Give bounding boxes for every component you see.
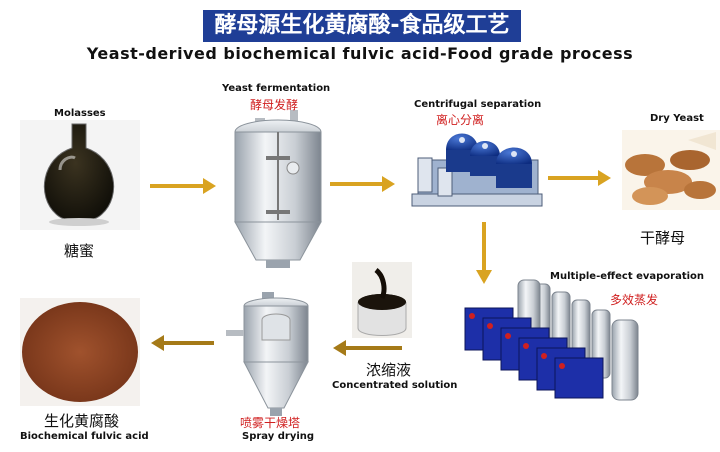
- evaporator-train: [464, 279, 639, 401]
- dry-yeast-label-en: Dry Yeast: [650, 113, 704, 124]
- fulvic-label-cn: 生化黄腐酸: [44, 412, 120, 430]
- fulvic-label-en: Biochemical fulvic acid: [20, 431, 149, 442]
- spray-drying-tower: [226, 292, 309, 416]
- flow-arrow-6: [151, 335, 214, 351]
- flow-arrow-1: [150, 178, 216, 194]
- fermentation-label-en: Yeast fermentation: [222, 83, 331, 94]
- centrifugal-label-cn: 离心分离: [436, 113, 485, 127]
- molasses-label-en: Molasses: [54, 108, 106, 119]
- spray-label-en: Spray drying: [242, 431, 315, 442]
- centrifugal-label-en: Centrifugal separation: [414, 99, 542, 110]
- spray-label-cn: 喷雾干燥塔: [240, 416, 301, 430]
- title-banner: 酵母源生化黄腐酸-食品级工艺: [203, 10, 521, 42]
- evaporation-label-cn: 多效蒸发: [610, 293, 659, 307]
- flow-arrow-4: [476, 222, 492, 284]
- fulvic-powder-photo: [20, 298, 140, 406]
- fermentation-label-cn: 酵母发酵: [250, 98, 299, 112]
- concentrated-solution-photo: [352, 262, 412, 338]
- flow-arrow-2: [330, 176, 395, 192]
- title-en: Yeast-derived biochemical fulvic acid-Fo…: [86, 44, 634, 63]
- fermentation-tank: [234, 110, 322, 268]
- flow-arrow-5: [333, 340, 402, 356]
- dry-yeast-photo: [622, 130, 720, 210]
- title-cn: 酵母源生化黄腐酸-食品级工艺: [214, 13, 510, 38]
- flow-arrow-3: [548, 170, 611, 186]
- concentrated-label-en: Concentrated solution: [332, 380, 458, 391]
- molasses-label-cn: 糖蜜: [64, 242, 95, 260]
- concentrated-label-cn: 浓缩液: [366, 361, 412, 379]
- evaporation-label-en: Multiple-effect evaporation: [550, 271, 705, 282]
- dry-yeast-label-cn: 干酵母: [640, 229, 686, 247]
- molasses-flask-photo: [20, 120, 140, 230]
- centrifuge-units: [411, 133, 543, 207]
